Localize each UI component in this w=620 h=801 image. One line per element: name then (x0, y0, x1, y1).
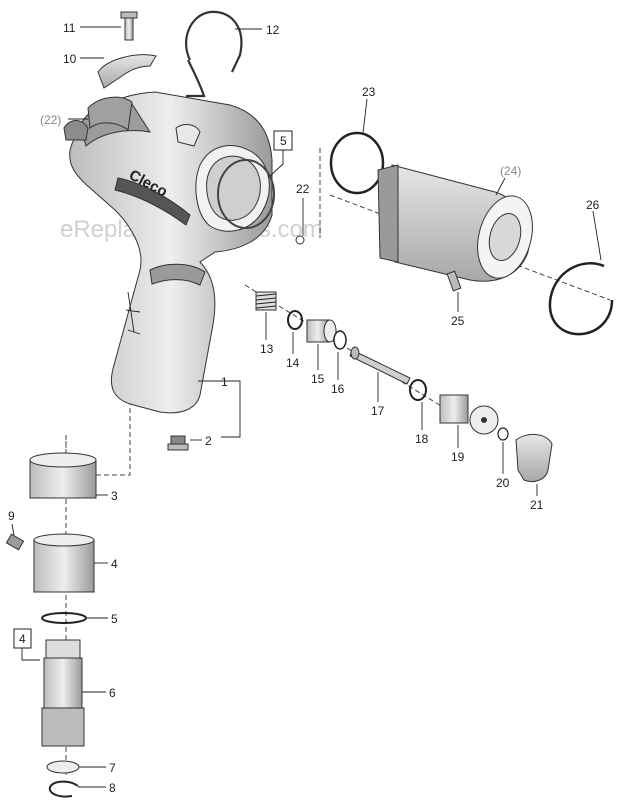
callout-14: 14 (286, 356, 300, 370)
washer-part-20 (497, 427, 509, 441)
callout-2: 2 (205, 434, 212, 448)
oring-part-23 (329, 131, 385, 195)
ring-part-8 (48, 780, 79, 798)
button-part-21 (515, 434, 553, 483)
housing-part: Cleco (63, 91, 273, 414)
callout-6: 6 (109, 686, 116, 700)
oring-part-18 (409, 379, 427, 401)
axis-line-motor (319, 148, 611, 301)
oring-part-5 (41, 612, 87, 624)
reverse-valve-part-19 (439, 394, 499, 435)
callout-19: 19 (451, 450, 465, 464)
callout-10: 10 (63, 52, 77, 66)
stem-part-17 (349, 346, 411, 385)
callout-22: 22 (296, 182, 310, 196)
leader-line-box4 (21, 648, 40, 661)
plate-part-7 (46, 760, 80, 774)
callout-12: 12 (266, 23, 280, 37)
callout-7: 7 (109, 761, 116, 775)
callout-15: 15 (311, 372, 325, 386)
callout-24-ref: (24) (500, 164, 521, 178)
leader-line-9 (11, 523, 15, 536)
callout-21: 21 (530, 498, 544, 512)
setscrew-part-9 (5, 533, 25, 551)
callout-11: 11 (63, 21, 76, 35)
spring-part-13 (255, 291, 277, 311)
screw-part-11 (120, 11, 138, 41)
callout-18: 18 (415, 432, 429, 446)
seal-ring-on-housing (217, 159, 275, 229)
button-part-22ref (87, 96, 133, 131)
callout-box-4-label: 4 (19, 632, 26, 646)
oring-part-14 (287, 310, 303, 330)
pin-part-25 (446, 270, 462, 292)
callout-22-ref: (22) (40, 113, 61, 127)
callout-box-4 (13, 628, 32, 649)
clip-part-12 (185, 10, 243, 98)
screw-part-2 (167, 435, 189, 451)
callout-box-5-label: 5 (280, 134, 287, 148)
callout-9: 9 (8, 509, 15, 523)
valve-part-15 (306, 319, 337, 343)
cover-part-10 (97, 54, 157, 89)
axis-line-handle (65, 360, 131, 476)
callout-5: 5 (111, 612, 118, 626)
leader-line-23 (362, 98, 368, 134)
ball-part-22 (295, 235, 305, 245)
leader-line-box5 (269, 150, 284, 177)
callout-16: 16 (331, 382, 345, 396)
callout-1: 1 (221, 375, 228, 389)
housing-part-4 (33, 533, 95, 593)
callout-25: 25 (451, 314, 465, 328)
callout-23: 23 (362, 85, 376, 99)
callout-box-5 (273, 130, 293, 151)
washer-part-16 (333, 330, 347, 350)
callout-8: 8 (109, 781, 116, 795)
leader-line-24 (495, 177, 506, 196)
callout-26: 26 (586, 198, 600, 212)
leader-line-1 (198, 380, 241, 438)
retaining-ring-part-26 (548, 262, 614, 336)
anvil-part-6 (41, 639, 85, 747)
callout-13: 13 (260, 342, 274, 356)
motor-part-24 (377, 164, 533, 282)
sleeve-part-3 (29, 452, 97, 499)
leader-line-26 (592, 210, 602, 261)
callout-4: 4 (111, 557, 118, 571)
callout-17: 17 (371, 404, 385, 418)
callout-3: 3 (111, 489, 118, 503)
callout-20: 20 (496, 476, 510, 490)
